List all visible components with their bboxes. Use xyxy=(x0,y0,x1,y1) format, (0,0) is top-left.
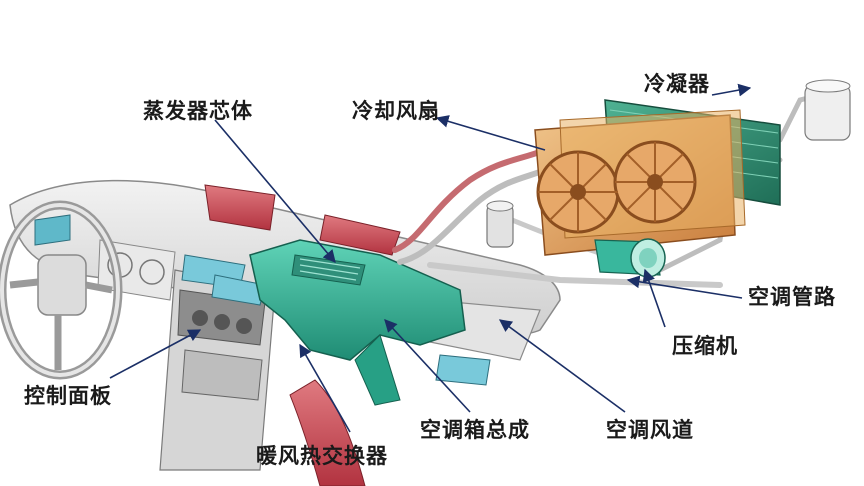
receiver-drier xyxy=(486,200,514,248)
heater-duct xyxy=(204,184,401,486)
leader-lines xyxy=(109,83,752,433)
label-ac-box-assembly: 空调箱总成 xyxy=(420,418,530,442)
radiator-fans xyxy=(534,109,746,256)
hvac-box xyxy=(249,239,466,406)
compressor xyxy=(594,238,666,278)
label-heater-core: 暖风热交换器 xyxy=(256,444,388,468)
label-condenser: 冷凝器 xyxy=(644,72,710,96)
steering-wheel xyxy=(0,200,123,380)
label-compressor: 压缩机 xyxy=(672,334,738,358)
reservoir xyxy=(804,79,851,141)
label-control-panel: 控制面板 xyxy=(24,384,112,408)
label-ac-pipe: 空调管路 xyxy=(748,285,836,309)
label-ac-duct: 空调风道 xyxy=(606,418,694,442)
label-cooling-fan: 冷却风扇 xyxy=(352,99,440,123)
label-evaporator-core: 蒸发器芯体 xyxy=(143,99,253,123)
